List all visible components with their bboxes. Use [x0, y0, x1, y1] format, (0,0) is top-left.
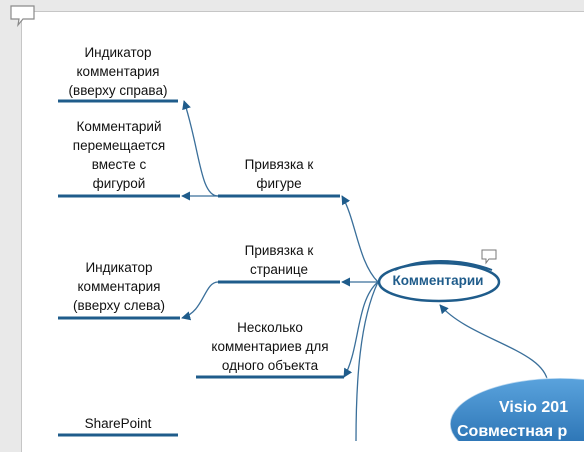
topic-underlines — [58, 99, 344, 437]
connector-indicator-top-left — [181, 281, 219, 321]
node-indicator-top-right[interactable]: Индикатор комментария (вверху справа) — [68, 45, 168, 98]
connector-main-to-center — [439, 304, 549, 386]
connector-indicator-top-right — [182, 100, 219, 197]
comment-icon[interactable] — [9, 4, 37, 28]
main-topic-title[interactable]: Visio 201 Совместная р — [457, 396, 584, 444]
main-topic-line1: Visio 201 — [499, 399, 569, 416]
main-topic-line2: Совместная р — [457, 423, 568, 440]
node-attach-page[interactable]: Привязка к странице — [244, 243, 314, 277]
node-sharepoint[interactable]: SharePoint — [84, 416, 152, 431]
main-topic-oval[interactable] — [449, 377, 584, 441]
center-node[interactable] — [377, 260, 501, 303]
connector-multiple — [343, 281, 379, 378]
connector-down — [355, 281, 379, 441]
connector-layer — [58, 99, 584, 441]
node-attach-shape[interactable]: Привязка к фигуре — [244, 157, 314, 191]
connector-attach-shape — [341, 195, 379, 283]
center-connectors — [181, 100, 549, 441]
node-moves-with-shape[interactable]: Комментарий перемещается вместе с фигуро… — [72, 119, 166, 191]
comment-icon[interactable] — [481, 249, 497, 265]
node-multiple[interactable]: Несколько комментариев для одного объект… — [211, 320, 329, 373]
node-indicator-top-left[interactable]: Индикатор комментария (вверху слева) — [73, 260, 165, 313]
center-node-label[interactable]: Комментарии — [392, 273, 484, 288]
